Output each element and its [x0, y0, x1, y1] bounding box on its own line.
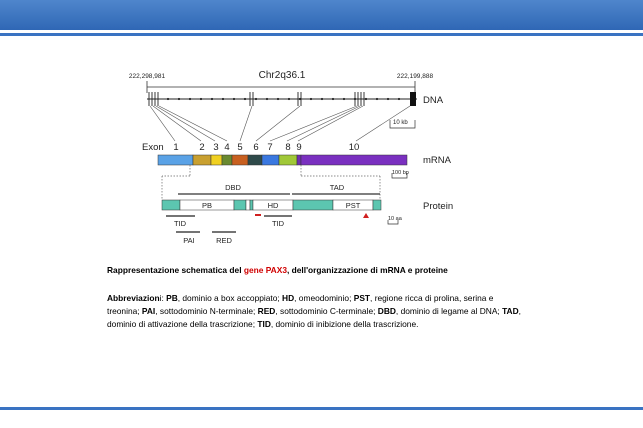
- exon-number-1: 1: [173, 142, 178, 153]
- caption-title-pre: Rappresentazione schematica del: [107, 265, 244, 275]
- abbr-heading-tail: i:: [159, 293, 167, 303]
- exon-number-6: 6: [253, 142, 258, 153]
- dna-dot: [331, 97, 335, 101]
- dna-dot: [287, 97, 291, 101]
- dna-dot: [342, 97, 346, 101]
- dna-dot: [309, 97, 313, 101]
- exon-number-5: 5: [237, 142, 242, 153]
- coord-left: 222,298,981: [129, 73, 166, 80]
- abbr-term-pb: PB: [166, 293, 178, 303]
- dna-dot: [298, 97, 302, 101]
- dna-dot: [375, 97, 379, 101]
- protein-scale-bar: [387, 220, 399, 225]
- mrna-scale-bar: [391, 173, 408, 179]
- dna-dot: [386, 97, 390, 101]
- dna-dot: [199, 97, 203, 101]
- caption-title: Rappresentazione schematica del gene PAX…: [107, 264, 527, 277]
- protein-scale-label: 10 aa: [388, 216, 403, 222]
- pb-label: PB: [202, 201, 212, 210]
- tid-label-2: TID: [272, 219, 285, 228]
- chromosome-label: Chr2q36.1: [259, 70, 306, 81]
- abbr-def-pai: , sottodominio N-terminale;: [155, 306, 258, 316]
- dna-dot: [364, 97, 368, 101]
- coord-right: 222,199,888: [397, 73, 434, 80]
- mrna-protein-projection: [161, 165, 381, 200]
- abbr-def-tid: , dominio di inibizione della trascrizio…: [270, 319, 419, 329]
- dna-dot: [243, 97, 247, 101]
- exon-number-10: 10: [349, 142, 360, 153]
- exon-number-4: 4: [224, 142, 229, 153]
- abbr-def-dbd: , dominio di legame al DNA;: [395, 306, 503, 316]
- abbr-def-pst: , regione ricca di prolina, serina e tre…: [107, 293, 494, 316]
- dna-dot: [397, 97, 401, 101]
- pst-label: PST: [346, 201, 361, 210]
- exon-number-9: 9: [296, 142, 301, 153]
- chromosome-bracket: [146, 81, 416, 93]
- abbr-heading: Abbreviazion: [107, 293, 160, 303]
- abbr-term-tid: TID: [257, 319, 271, 329]
- mrna-label: mRNA: [423, 155, 452, 166]
- caption-title-post: , dell'organizzazione di mRNA e proteine: [286, 265, 448, 275]
- abbr-def-red: , sottodominio C-terminale;: [275, 306, 378, 316]
- dna-scale-bar: [389, 120, 416, 129]
- protein-label: Protein: [423, 201, 453, 212]
- figure-caption: Rappresentazione schematica del gene PAX…: [107, 264, 527, 331]
- caption-gene-name: gene PAX3: [243, 265, 287, 275]
- exon-connectors: [149, 105, 411, 142]
- abbr-term-pst: PST: [353, 293, 371, 303]
- abbr-def-hd: , omeodominio;: [294, 293, 354, 303]
- footer-divider: [0, 407, 643, 410]
- exon-label: Exon: [142, 142, 164, 153]
- tad-label: TAD: [330, 183, 345, 192]
- exon-number-2: 2: [199, 142, 204, 153]
- header-divider: [0, 33, 643, 36]
- abbr-term-tad: TAD: [502, 306, 519, 316]
- dbd-label: DBD: [225, 183, 241, 192]
- dna-track: [147, 92, 417, 106]
- dna-dot: [276, 97, 280, 101]
- header-bar: [0, 0, 643, 30]
- red-label: RED: [216, 236, 232, 245]
- tid-label-1: TID: [174, 219, 187, 228]
- dna-label: DNA: [423, 95, 444, 106]
- mrna-bar: [157, 154, 408, 166]
- dna-dot: [254, 97, 258, 101]
- abbr-def-pb: , dominio a box accoppiato;: [177, 293, 283, 303]
- dna-dot: [353, 97, 357, 101]
- dna-dot: [221, 97, 225, 101]
- dna-dot: [177, 97, 181, 101]
- dna-dot: [210, 97, 214, 101]
- hd-label: HD: [268, 201, 279, 210]
- abbr-def-tad: , dominio di attivazione della trascrizi…: [107, 306, 521, 329]
- dna-dot: [320, 97, 324, 101]
- abbr-term-hd: HD: [282, 293, 295, 303]
- protein-bar: [161, 199, 382, 211]
- caption-abbreviations: Abbreviazioni: PB, dominio a box accoppi…: [107, 292, 527, 331]
- abbr-term-pai: PAI: [141, 306, 156, 316]
- exon-number-8: 8: [285, 142, 290, 153]
- exon-number-3: 3: [213, 142, 218, 153]
- mrna-scale-label: 100 bp: [392, 170, 409, 176]
- dna-dot: [166, 97, 170, 101]
- abbr-term-dbd: DBD: [377, 306, 396, 316]
- mutation-marker: [363, 213, 369, 218]
- pai-label: PAI: [183, 236, 195, 245]
- exon-number-7: 7: [267, 142, 272, 153]
- octapeptide-marker: [255, 214, 261, 216]
- abbr-term-red: RED: [257, 306, 276, 316]
- dna-dot: [188, 97, 192, 101]
- dna-scale-label: 10 kb: [393, 120, 408, 126]
- dna-dot: [265, 97, 269, 101]
- dna-dot: [232, 97, 236, 101]
